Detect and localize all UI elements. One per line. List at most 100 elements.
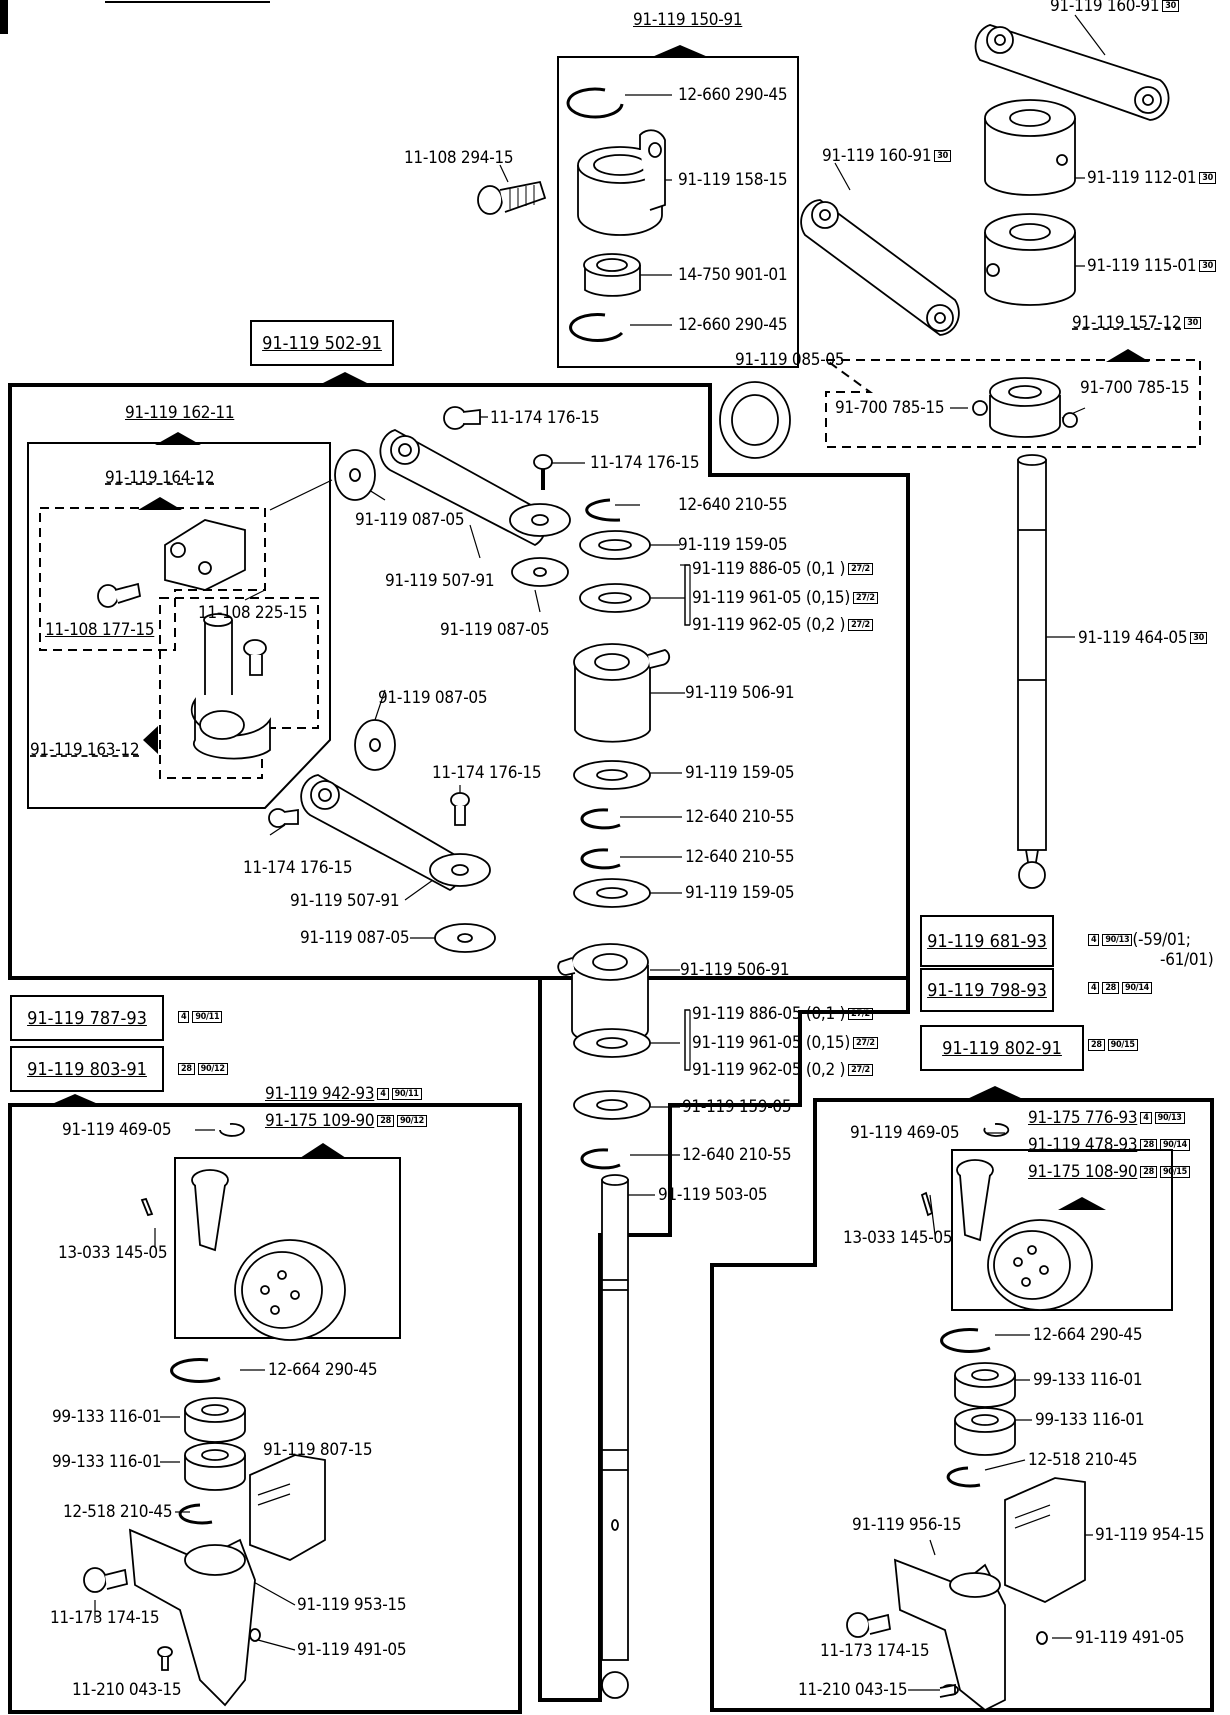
tag-badge: 27/2 xyxy=(848,563,873,575)
tag-badge: 90/14 xyxy=(1122,982,1153,994)
part-label: 11-210 043-15 xyxy=(72,1680,182,1700)
group-outline-shaft xyxy=(538,976,910,1702)
tag-badge: 90/15 xyxy=(1107,1039,1138,1051)
part-label: 99-133 116-01 xyxy=(52,1407,162,1427)
tag-badge: 27/2 xyxy=(853,1037,878,1049)
tag-badge: 30 xyxy=(1162,0,1179,12)
part-label: 12-640 210-55 xyxy=(682,1145,792,1165)
part-number: 91-119 962-05 (0,2 ) xyxy=(692,615,846,635)
part-label: 91-119 506-91 xyxy=(685,683,795,703)
tag-badge: 28 xyxy=(1102,982,1120,994)
tag-badge: 90/11 xyxy=(192,1011,223,1023)
part-label: 91-119 087-05 xyxy=(440,620,550,640)
assembly-number: 91-119 157-12 xyxy=(1072,313,1182,333)
part-label: 91-700 785-15 xyxy=(835,398,945,418)
assembly-number: 91-119 478-93 xyxy=(1028,1135,1138,1155)
tag-badge: 90/13 xyxy=(1154,1112,1185,1124)
tag-badge: 30 xyxy=(934,150,951,162)
part-label: 12-518 210-45 xyxy=(63,1502,173,1522)
assembly-number: 91-119 160-91 xyxy=(1050,0,1160,16)
part-label: 91-119 962-05 (0,2 )27/2 xyxy=(692,1062,873,1079)
assembly-box: 91-119 787-93 xyxy=(10,995,164,1041)
part-label: 91-119 087-05 xyxy=(378,688,488,708)
part-label: 91-119 507-91 xyxy=(385,571,495,591)
part-label: 91-119 469-05 xyxy=(62,1120,172,1140)
assembly-box: 91-119 681-93 xyxy=(920,915,1054,967)
part-label: 91-119 807-15 xyxy=(263,1440,373,1460)
part-label: 99-133 116-01 xyxy=(1035,1410,1145,1430)
part-number: 91-119 961-05 (0,15) xyxy=(692,588,851,608)
part-label: 91-119 953-15 xyxy=(297,1595,407,1615)
part-label: 91-119 506-91 xyxy=(680,960,790,980)
part-label: 91-119 962-05 (0,2 )27/2 xyxy=(692,617,873,634)
part-number: 91-119 160-91 xyxy=(822,146,932,166)
assembly-note: -61/01) xyxy=(1160,950,1214,970)
tag-badge: 28 xyxy=(1140,1139,1157,1151)
tag-badge: 4 xyxy=(1088,934,1100,946)
part-label: 11-108 177-15 xyxy=(45,620,155,640)
part-label: 11-108 294-15 xyxy=(404,148,514,168)
part-label: 91-119 087-05 xyxy=(300,928,410,948)
part-label: 99-133 116-01 xyxy=(1033,1370,1143,1390)
tag-badge: 90/15 xyxy=(1159,1166,1190,1178)
part-number: 91-119 115-01 xyxy=(1087,256,1197,276)
part-label: 12-660 290-45 xyxy=(678,85,788,105)
assembly-label: 91-119 163-12 xyxy=(30,740,140,760)
part-label: 91-119 961-05 (0,15)27/2 xyxy=(692,590,878,607)
part-label: 12-664 290-45 xyxy=(1033,1325,1143,1345)
tag-badge: 90/12 xyxy=(396,1115,427,1127)
assembly-number: 91-175 108-90 xyxy=(1028,1162,1138,1182)
part-label: 91-119 085-05 xyxy=(735,350,845,370)
part-label: 12-640 210-55 xyxy=(678,495,788,515)
tag-badge: 90/14 xyxy=(1159,1139,1190,1151)
assembly-label: 91-119 164-12 xyxy=(105,468,215,488)
part-label: 91-119 158-15 xyxy=(678,170,788,190)
group-outline-164 xyxy=(39,507,266,651)
part-label: 13-033 145-05 xyxy=(843,1228,953,1248)
assembly-number: 91-175 776-93 xyxy=(1028,1108,1138,1128)
part-label: 12-640 210-55 xyxy=(685,807,795,827)
part-label: 91-119 491-05 xyxy=(297,1640,407,1660)
part-label: 91-119 469-05 xyxy=(850,1123,960,1143)
tag-badge: 27/2 xyxy=(853,592,878,604)
part-label: 91-700 785-15 xyxy=(1080,378,1190,398)
part-number: 91-119 886-05 (0,1 ) xyxy=(692,559,846,579)
group-outline-right xyxy=(710,1098,1214,1712)
part-label: 13-033 145-05 xyxy=(58,1243,168,1263)
part-label: 91-119 159-05 xyxy=(685,763,795,783)
tag-badge: 27/2 xyxy=(848,1064,873,1076)
tag-badge: 4 xyxy=(178,1011,190,1023)
group-outline-left xyxy=(8,1103,522,1714)
assembly-box: 91-119 802-91 xyxy=(920,1025,1084,1071)
assembly-box: 91-119 803-91 xyxy=(10,1046,164,1092)
assembly-label: 91-119 150-91 xyxy=(633,10,743,30)
part-label: 12-518 210-45 xyxy=(1028,1450,1138,1470)
part-label: 91-119 503-05 xyxy=(658,1185,768,1205)
part-label: 91-119 961-05 (0,15)27/2 xyxy=(692,1035,878,1052)
part-label: 91-119 886-05 (0,1 )27/2 xyxy=(692,1006,873,1023)
tag-badge: 90/13 xyxy=(1102,934,1133,946)
part-label: 11-174 176-15 xyxy=(432,763,542,783)
part-label: 91-119 159-05 xyxy=(685,883,795,903)
part-number: 91-119 962-05 (0,2 ) xyxy=(692,1060,846,1080)
tag-badge: 4 xyxy=(1088,982,1100,994)
assembly-box: 91-119 502-91 xyxy=(250,320,394,366)
part-label: 91-119 954-15 xyxy=(1095,1525,1205,1545)
group-outline-162 xyxy=(27,442,331,809)
tag-badge: 90/11 xyxy=(391,1088,422,1100)
part-label: 11-173 174-15 xyxy=(820,1641,930,1661)
assembly-label: 91-119 162-11 xyxy=(125,403,235,423)
part-label: 91-119 087-05 xyxy=(355,510,465,530)
